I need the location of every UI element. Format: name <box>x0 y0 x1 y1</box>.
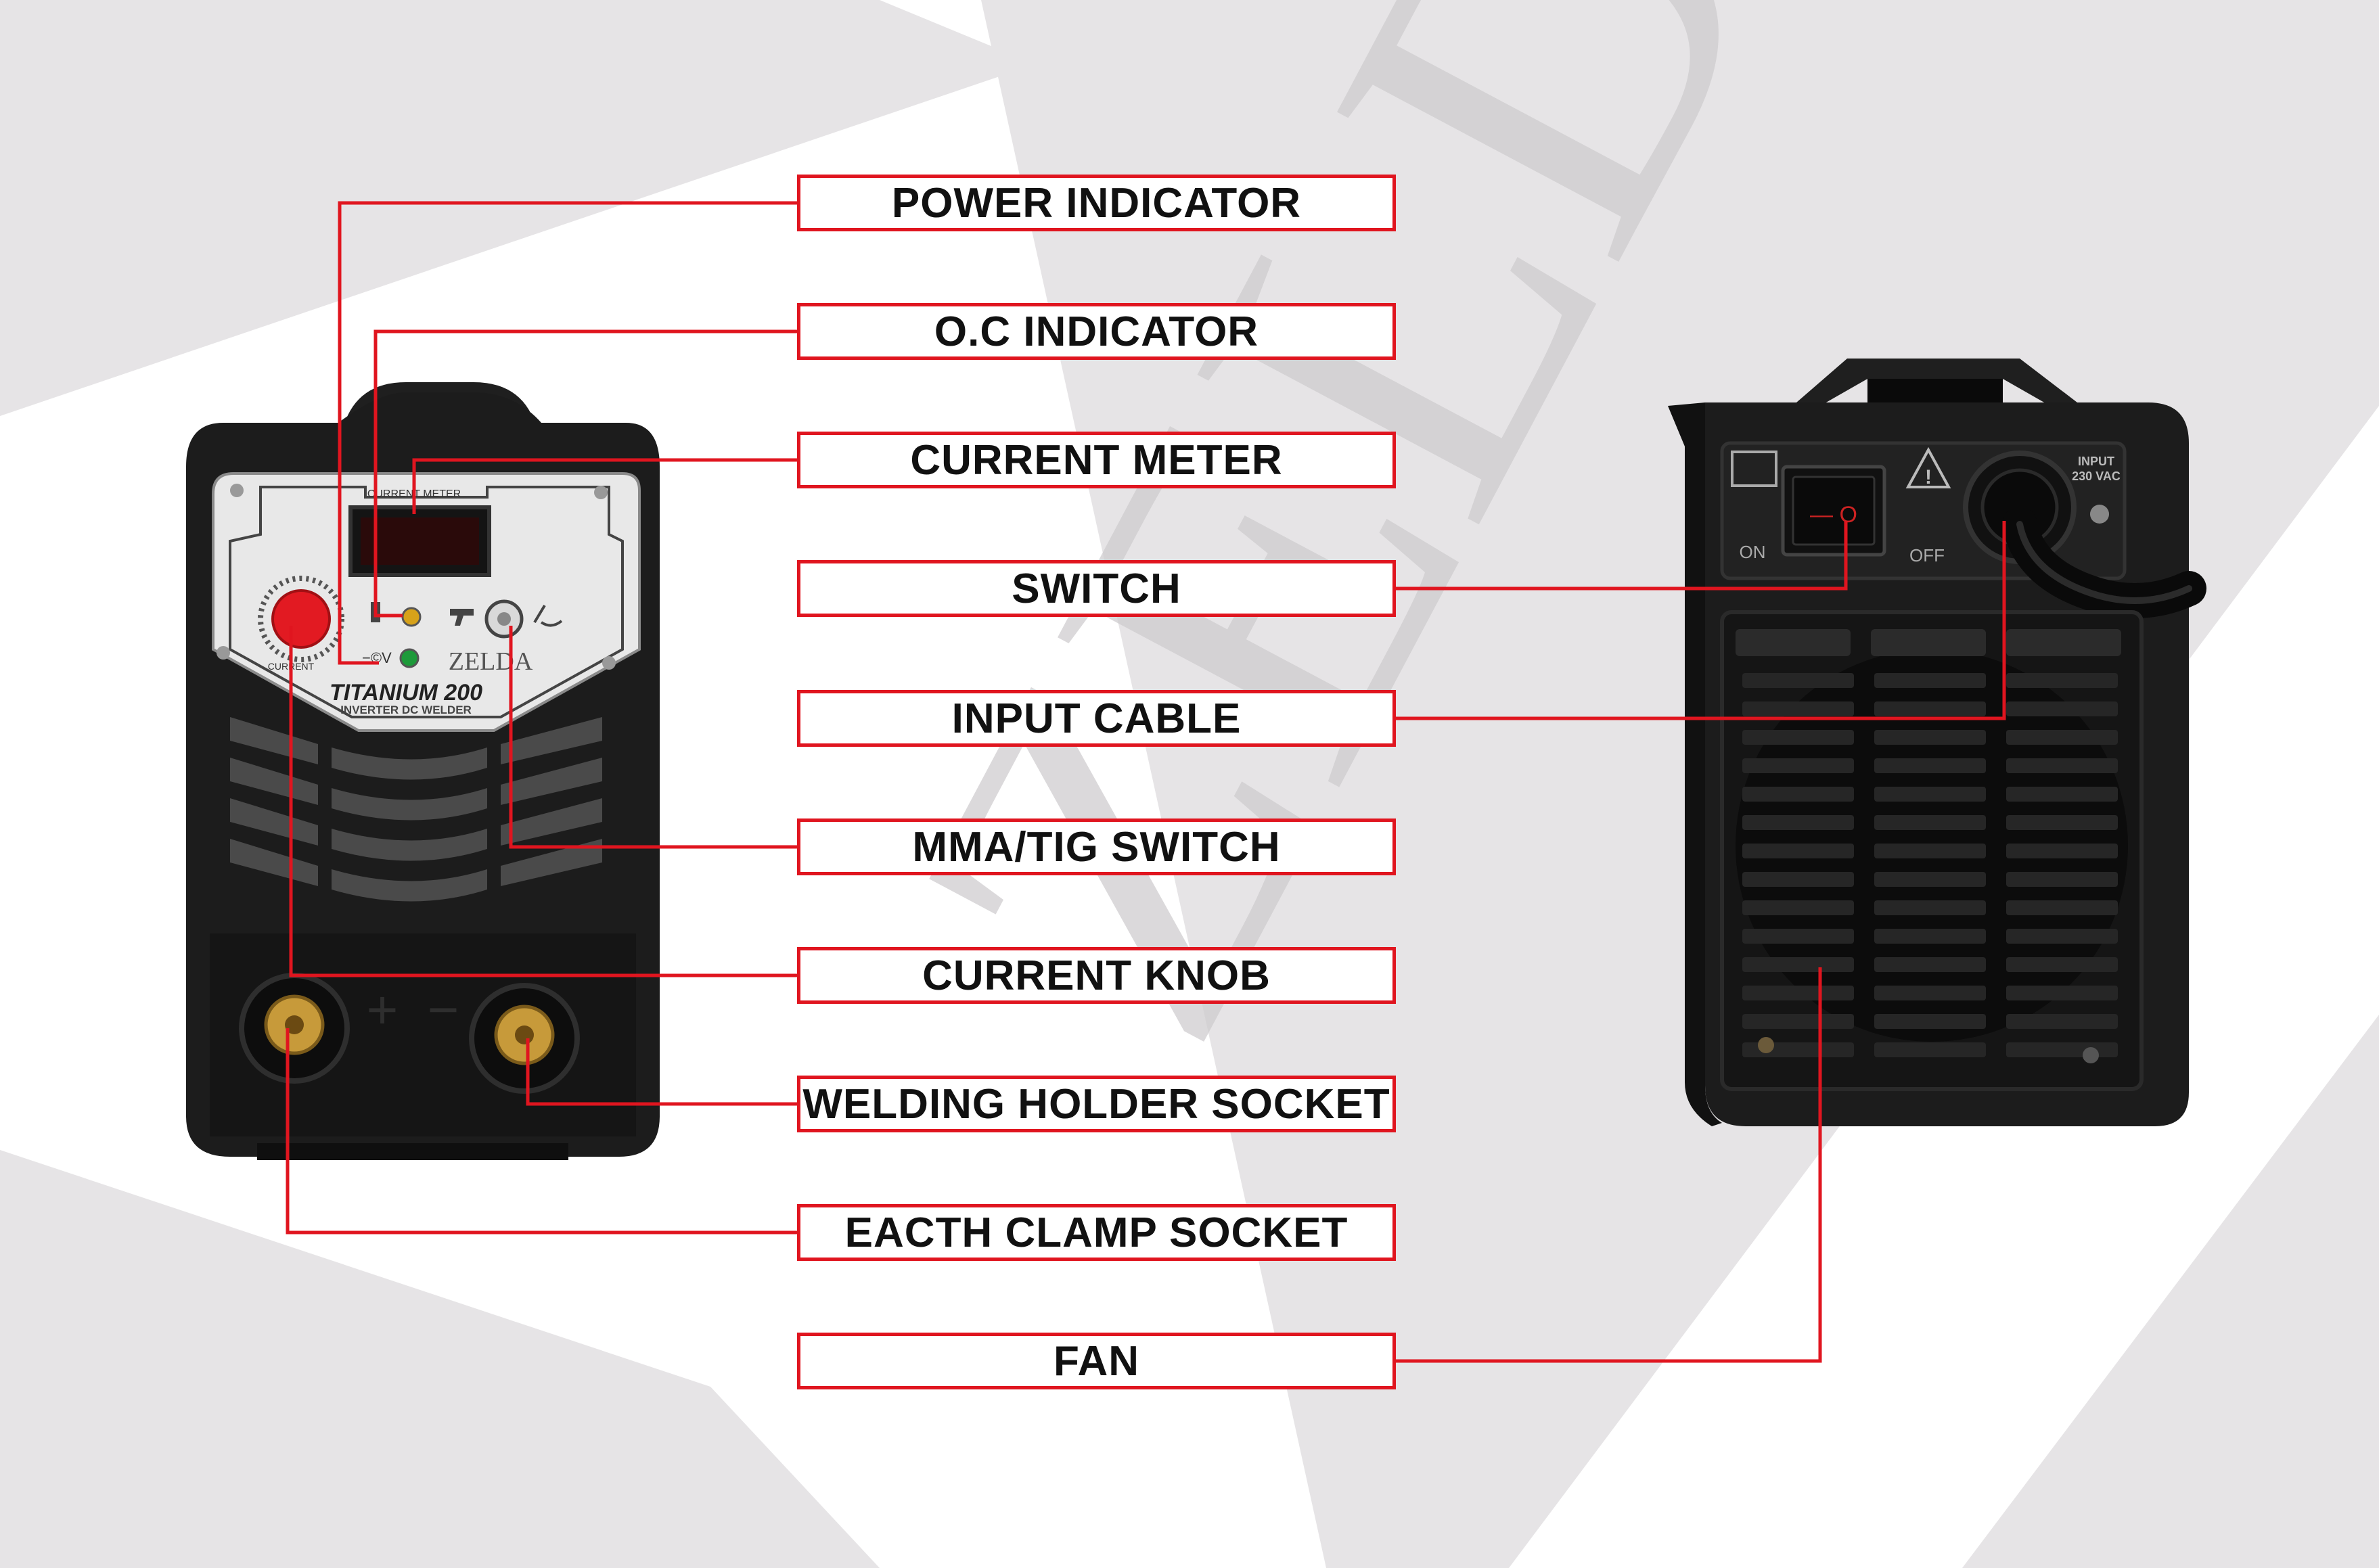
grille-bar <box>2006 957 2118 972</box>
grille-bar <box>2006 730 2118 745</box>
grille-bar <box>1742 872 1854 887</box>
input-label-line1: INPUT <box>2078 455 2114 468</box>
label-welding-holder-socket: WELDING HOLDER SOCKET <box>797 1076 1396 1132</box>
label-current-knob: CURRENT KNOB <box>797 947 1396 1004</box>
grille-bar <box>1874 701 1986 716</box>
grille-bar <box>2006 1014 2118 1029</box>
grille-bar <box>1874 844 1986 858</box>
warning-icon <box>1905 446 1951 488</box>
switch-off-label: OFF <box>1909 545 1945 566</box>
grille-bar <box>1874 929 1986 944</box>
bg-shape-bottom-left <box>0 1150 880 1568</box>
grille-bar <box>2006 844 2118 858</box>
fan-grille-bars <box>1742 673 2118 1057</box>
label-switch: SWITCH <box>797 560 1396 617</box>
screw-icon <box>2090 505 2109 524</box>
grille-bar <box>1874 730 1986 745</box>
grille-bar <box>1742 844 1854 858</box>
grille-bar <box>1742 900 1854 915</box>
grille-bar <box>2006 758 2118 773</box>
grille-bar <box>2006 986 2118 1000</box>
screw-icon <box>2083 1047 2099 1063</box>
label-oc-indicator: O.C INDICATOR <box>797 303 1396 360</box>
grille-bar <box>2006 1042 2118 1057</box>
warning-mark: ! <box>1925 466 1932 488</box>
rear-body-side <box>1668 402 1722 1126</box>
bg-shape-bottom-right <box>1962 1015 2379 1568</box>
grille-bar <box>1742 758 1854 773</box>
grille-bar <box>1742 986 1854 1000</box>
grille-bar <box>1742 815 1854 830</box>
screw-icon <box>217 646 230 660</box>
grille-bar <box>1874 986 1986 1000</box>
grille-bar <box>1874 673 1986 688</box>
rear-handle-gap <box>1867 379 2003 406</box>
input-label-line2: 230 VAC <box>2072 469 2121 483</box>
grille-bar <box>1874 787 1986 802</box>
grille-bar <box>2006 701 2118 716</box>
grille-bar <box>1742 929 1854 944</box>
grille-bar <box>1874 1014 1986 1029</box>
label-power-indicator: POWER INDICATOR <box>797 175 1396 231</box>
label-fan: FAN <box>797 1333 1396 1389</box>
screw-icon <box>230 484 244 497</box>
grille-bar <box>1742 957 1854 972</box>
fuse-icon <box>1731 451 1777 487</box>
rear-handle <box>1796 359 2077 406</box>
label-earth-clamp-socket: EACTH CLAMP SOCKET <box>797 1204 1396 1261</box>
fan-grille-slots <box>1736 629 2121 656</box>
grille-bar <box>2006 787 2118 802</box>
grille-bar <box>2006 900 2118 915</box>
grille-bar <box>1874 872 1986 887</box>
label-mma-tig-switch: MMA/TIG SWITCH <box>797 818 1396 875</box>
grille-bar <box>1742 730 1854 745</box>
grille-bar <box>2006 872 2118 887</box>
grille-bar <box>2006 815 2118 830</box>
label-current-meter: CURRENT METER <box>797 432 1396 488</box>
switch-symbols: — O <box>1810 502 1857 528</box>
grille-bar <box>1874 900 1986 915</box>
grille-bar <box>2006 929 2118 944</box>
grille-bar <box>1742 673 1854 688</box>
grille-bar <box>1742 1014 1854 1029</box>
grille-bar <box>1874 1042 1986 1057</box>
grille-bar <box>2006 673 2118 688</box>
screw-icon <box>1758 1037 1774 1053</box>
label-input-cable: INPUT CABLE <box>797 690 1396 747</box>
grille-bar <box>1742 701 1854 716</box>
grille-bar <box>1874 957 1986 972</box>
grille-bar <box>1874 758 1986 773</box>
switch-on-label: ON <box>1740 542 1766 562</box>
input-cable-highlight <box>2016 521 2192 604</box>
grille-bar <box>1874 815 1986 830</box>
grille-bar <box>1742 787 1854 802</box>
